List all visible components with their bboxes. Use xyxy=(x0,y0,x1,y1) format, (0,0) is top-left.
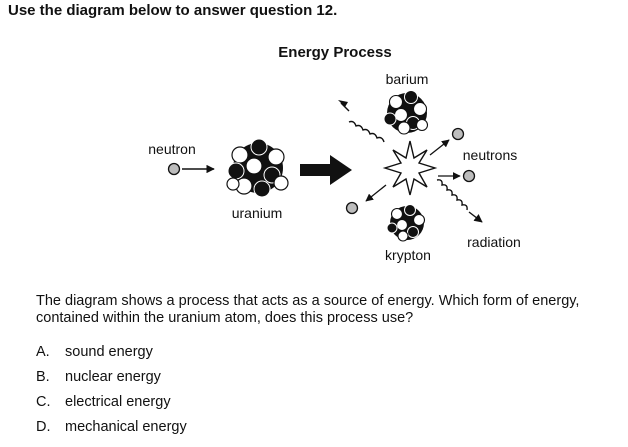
krypton-nucleus xyxy=(386,204,426,242)
incoming-neutron xyxy=(167,162,181,176)
product-neutron-upper-right xyxy=(451,127,465,141)
uranium-label: uranium xyxy=(232,205,283,221)
product-neutron-right xyxy=(462,169,476,183)
neutron-arrow-lower-left xyxy=(365,184,387,202)
radiation-wave-upper-left xyxy=(338,100,385,143)
option-letter: B. xyxy=(36,369,50,385)
option-a[interactable]: A. sound energy xyxy=(36,344,187,369)
radiation-wave-lower-right xyxy=(436,179,483,223)
neutron-label: neutron xyxy=(148,141,195,157)
option-letter: C. xyxy=(36,394,51,410)
option-b[interactable]: B. nuclear energy xyxy=(36,369,187,394)
uranium-nucleus xyxy=(226,138,289,198)
product-neutron-lower-left xyxy=(345,201,359,215)
option-d[interactable]: D. mechanical energy xyxy=(36,419,187,444)
barium-nucleus xyxy=(383,90,429,135)
krypton-label: krypton xyxy=(385,247,431,263)
instruction-heading: Use the diagram below to answer question… xyxy=(8,2,338,19)
radiation-label: radiation xyxy=(467,234,521,250)
option-letter: A. xyxy=(36,344,50,360)
option-letter: D. xyxy=(36,419,51,435)
diagram-title: Energy Process xyxy=(278,44,391,61)
question-text: The diagram shows a process that acts as… xyxy=(36,293,580,326)
option-text: sound energy xyxy=(65,344,153,360)
neutron-arrow-upper-right xyxy=(429,139,450,156)
fission-burst-icon xyxy=(382,140,438,196)
barium-label: barium xyxy=(386,71,429,87)
answer-options: A. sound energy B. nuclear energy C. ele… xyxy=(36,344,187,444)
option-text: electrical energy xyxy=(65,394,171,410)
energy-process-diagram: Energy Process neutron uranium barium xyxy=(148,44,521,263)
option-text: nuclear energy xyxy=(65,369,161,385)
neutrons-label: neutrons xyxy=(463,147,517,163)
reaction-arrow xyxy=(300,155,352,185)
option-c[interactable]: C. electrical energy xyxy=(36,394,187,419)
option-text: mechanical energy xyxy=(65,419,187,435)
